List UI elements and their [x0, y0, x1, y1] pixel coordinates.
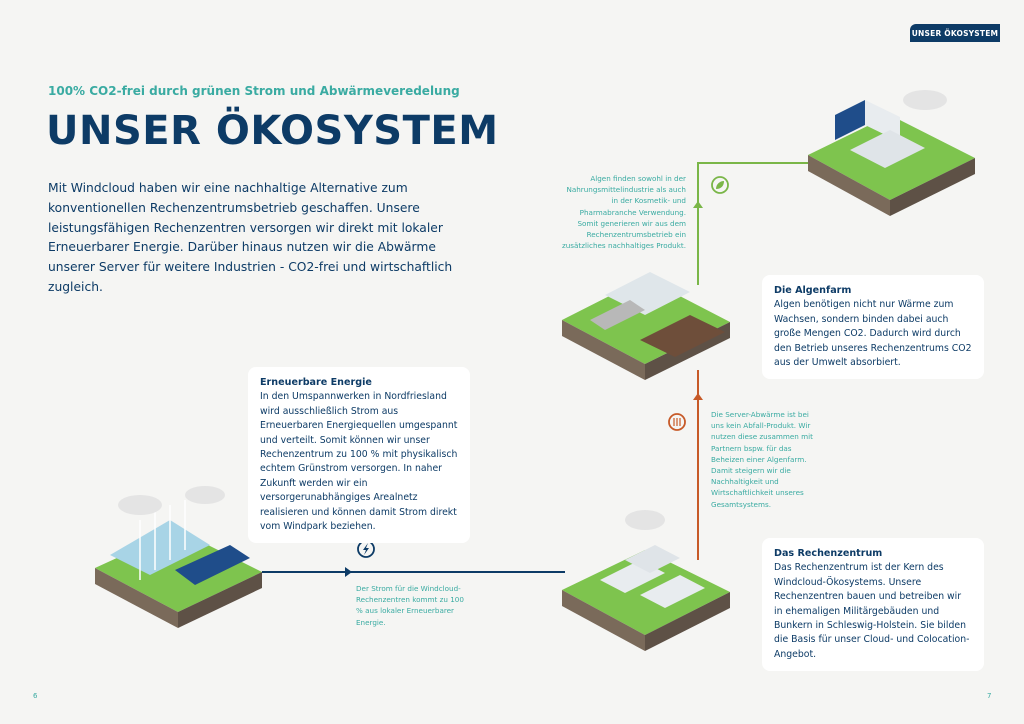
card-title: Erneuerbare Energie — [260, 377, 372, 388]
heat-icon — [668, 413, 686, 431]
card-rechenzentrum: Das Rechenzentrum Das Rechenzentrum ist … — [762, 538, 984, 672]
arrow-icon — [693, 201, 703, 208]
card-title: Das Rechenzentrum — [774, 548, 883, 559]
card-text: Das Rechenzentrum ist der Kern des Windc… — [774, 562, 970, 660]
note-abwaerme: Die Server-Abwärme ist bei uns kein Abfa… — [711, 410, 813, 509]
leaf-icon — [711, 176, 729, 194]
page-title: UNSER ÖKOSYSTEM — [46, 108, 499, 154]
card-text: Algen benötigen nicht nur Wärme zum Wach… — [774, 299, 972, 369]
industrie-illustration — [808, 90, 975, 216]
note-strom: Der Strom für die Windcloud-Rechenzentre… — [356, 584, 464, 627]
intro-paragraph: Mit Windcloud haben wir eine nachhaltige… — [48, 181, 453, 294]
page-subtitle: 100% CO2-frei durch grünen Strom und Abw… — [48, 84, 460, 98]
card-erneuerbare-energie: Erneuerbare Energie In den Umspannwerken… — [248, 367, 470, 544]
rechenzentrum-illustration — [562, 510, 730, 651]
card-title: Die Algenfarm — [774, 285, 852, 296]
arrow-icon — [693, 393, 703, 400]
wind-park-illustration — [95, 486, 262, 628]
section-badge: UNSER ÖKOSYSTEM — [910, 24, 1000, 42]
page-number-right: 7 — [987, 692, 992, 700]
lightning-icon — [357, 540, 375, 558]
page-number-left: 6 — [33, 692, 38, 700]
algen-line — [697, 162, 810, 285]
algenfarm-illustration — [562, 272, 730, 380]
arrow-icon — [345, 567, 352, 577]
card-algenfarm: Die Algenfarm Algen benötigen nicht nur … — [762, 275, 984, 380]
note-algen: Algen finden sowohl in der Nahrungsmitte… — [561, 174, 686, 251]
card-text: In den Umspannwerken in Nordfriesland wi… — [260, 391, 458, 533]
